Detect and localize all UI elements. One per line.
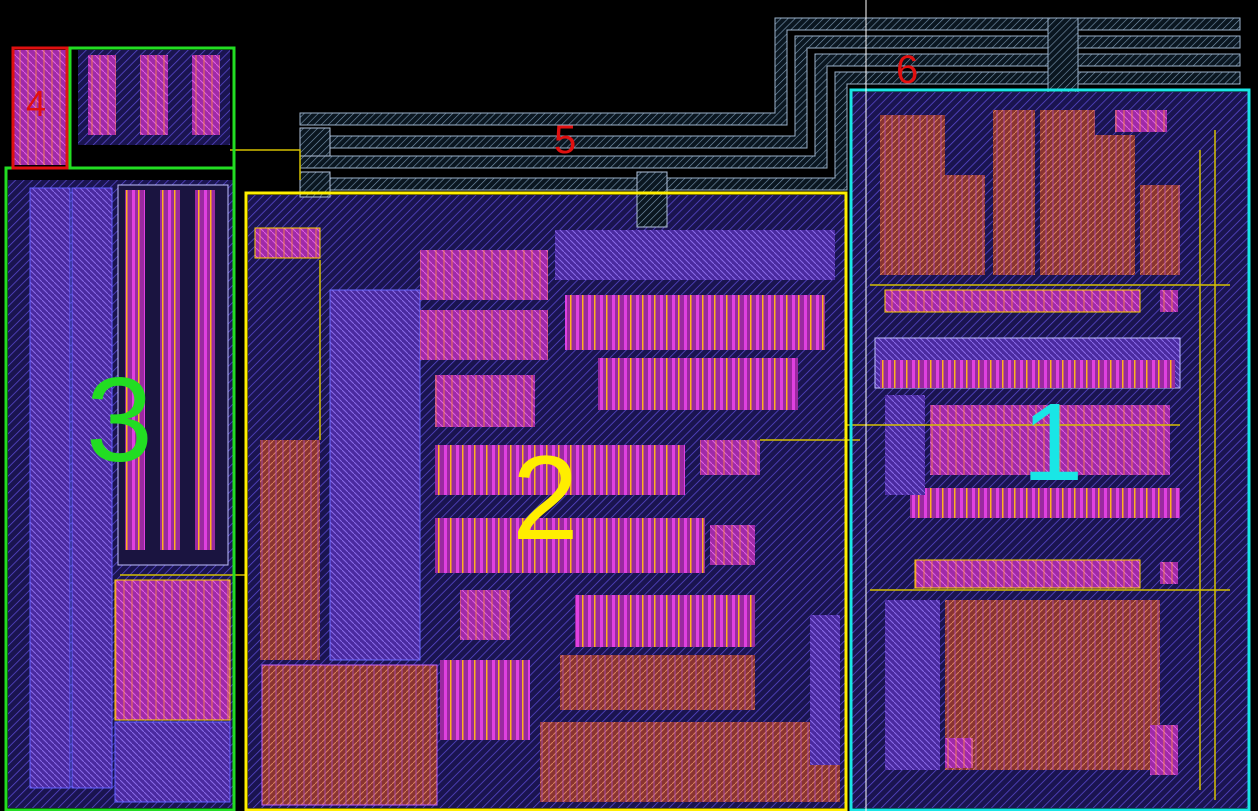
block-2-layout — [248, 127, 845, 808]
block-6-label: 6 — [896, 48, 919, 92]
block-3-label: 3 — [86, 353, 153, 487]
block-3-layout — [8, 180, 233, 808]
block-2-outline — [244, 191, 848, 811]
block-1-outline — [849, 88, 1251, 811]
block-5-label: 5 — [554, 118, 577, 162]
block-2-label: 2 — [512, 431, 579, 565]
block-4-label: 4 — [26, 83, 47, 124]
block-1-layout — [852, 92, 1250, 808]
block-4-outline — [11, 46, 69, 170]
routing-bands — [299, 17, 1241, 191]
block-3b-outline — [68, 46, 236, 170]
block-4-layout — [14, 50, 230, 165]
signal-wires — [120, 130, 1230, 800]
block-1-label: 1 — [1022, 381, 1084, 504]
